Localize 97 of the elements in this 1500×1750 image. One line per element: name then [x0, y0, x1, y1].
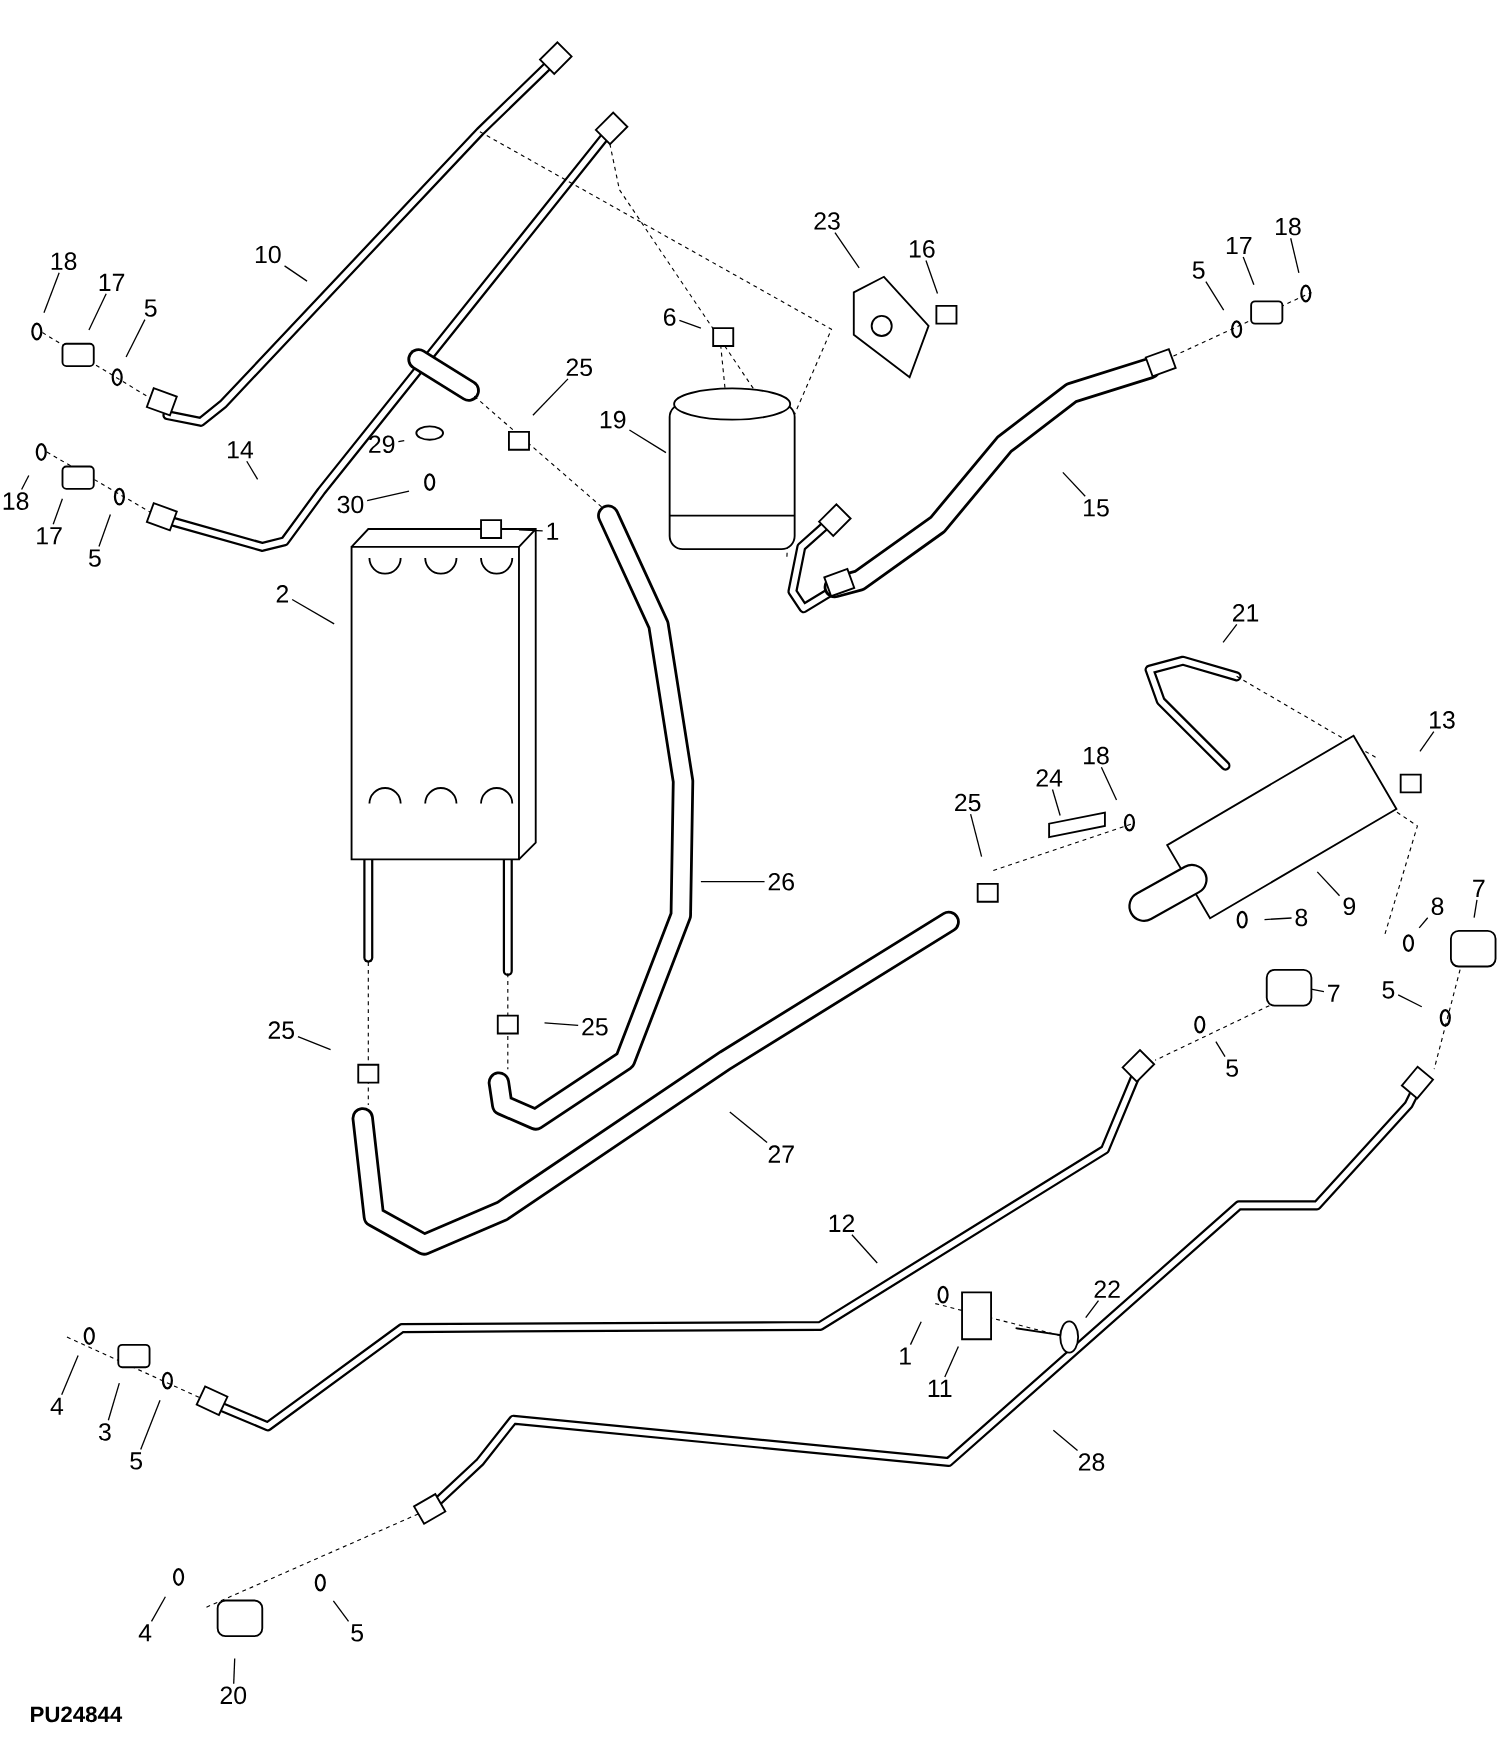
leader-line: [1419, 730, 1435, 752]
callout-number: 5: [351, 1624, 363, 1642]
callout-number: 2: [276, 585, 289, 603]
leader-line: [98, 513, 112, 548]
callout-number: 8: [1431, 897, 1444, 916]
leader-line: [1052, 1429, 1079, 1452]
callout-number: 5: [144, 299, 157, 317]
callout-number: 7: [1328, 984, 1340, 1002]
leader-line: [397, 440, 405, 443]
leader-line: [1418, 917, 1429, 929]
leader-line: [20, 474, 30, 491]
leader-line: [107, 1382, 120, 1421]
callout-number: 27: [768, 1145, 794, 1163]
leader-line: [532, 378, 569, 416]
leader-line: [1473, 899, 1478, 919]
callout-number: 28: [1078, 1453, 1105, 1471]
leader-line: [834, 232, 860, 269]
callout-number: 1: [547, 522, 559, 540]
callout-number: 5: [1382, 981, 1395, 999]
callout-number: 20: [220, 1686, 247, 1705]
leader-line: [52, 498, 64, 525]
leader-line: [366, 490, 410, 502]
figure-code: PU24844: [31, 1706, 123, 1723]
callout-number: 6: [664, 308, 676, 326]
leader-line: [283, 265, 308, 282]
leader-line: [140, 1399, 161, 1451]
leader-line: [909, 1321, 922, 1346]
leader-line: [233, 1657, 236, 1685]
leader-line: [628, 429, 667, 454]
callout-number: 15: [1084, 499, 1109, 517]
leader-line: [1316, 871, 1341, 897]
callout-number: 26: [768, 872, 794, 891]
callout-number: 5: [130, 1452, 143, 1470]
leader-line: [970, 813, 983, 858]
callout-number: 29: [369, 435, 395, 453]
leader-line: [61, 1354, 79, 1396]
callout-number: 14: [228, 441, 254, 459]
callout-number: 24: [1036, 769, 1063, 787]
callout-number: 12: [829, 1214, 855, 1232]
leader-line: [1290, 237, 1300, 274]
leader-line: [1215, 1041, 1226, 1058]
callout-number: 5: [1192, 261, 1205, 279]
callout-number: 17: [1226, 237, 1252, 255]
callout-number: 30: [337, 495, 364, 514]
leader-line: [1310, 988, 1325, 993]
callout-number: 17: [37, 527, 62, 545]
leader-line: [1263, 917, 1293, 921]
callout-number: 4: [138, 1624, 152, 1642]
callout-number: 18: [1276, 217, 1301, 236]
leader-line: [297, 1036, 332, 1051]
leader-line: [125, 318, 146, 358]
leader-line: [700, 881, 766, 883]
callout-number: 23: [814, 212, 840, 230]
leader-line: [43, 272, 60, 314]
callout-number: 3: [98, 1423, 111, 1441]
leader-line: [1205, 281, 1225, 311]
callout-number: 7: [1473, 879, 1485, 897]
callout-number: 5: [1226, 1059, 1238, 1077]
leader-line: [1085, 1299, 1100, 1319]
callout-number: 9: [1343, 897, 1356, 916]
leader-line: [925, 259, 939, 295]
callout-number: 25: [268, 1021, 294, 1039]
callout-number: 8: [1295, 908, 1308, 927]
leader-line: [851, 1234, 878, 1264]
leader-line: [150, 1596, 167, 1623]
callout-number: 5: [88, 549, 101, 567]
leader-line: [1397, 994, 1423, 1008]
callout-number: 25: [566, 358, 592, 376]
callout-number: 16: [909, 240, 935, 258]
leader-line: [291, 598, 335, 625]
callout-number: 18: [3, 492, 29, 510]
callout-number: 18: [1084, 746, 1109, 765]
leader-line: [944, 1345, 960, 1378]
callout-number: 22: [1094, 1280, 1120, 1298]
callout-number: 18: [51, 252, 77, 270]
leader-line: [1051, 788, 1061, 817]
leader-line: [1100, 766, 1118, 801]
callout-number: 21: [1232, 604, 1259, 622]
leader-line: [729, 1111, 768, 1144]
leader-line: [1222, 623, 1238, 644]
leader-line: [1242, 256, 1255, 286]
leader-line: [543, 1022, 579, 1027]
leader-line: [88, 293, 107, 331]
callout-number: 1: [900, 1347, 911, 1365]
leader-line: [518, 529, 544, 532]
callout-number: 11: [928, 1379, 952, 1397]
callout-number: 25: [582, 1018, 608, 1036]
callout-number: 17: [99, 273, 125, 291]
callout-number: 19: [600, 410, 626, 429]
callout-number: 4: [50, 1397, 64, 1415]
callout-number: 13: [1430, 711, 1455, 729]
callout-number: 10: [255, 245, 281, 264]
leader-line: [332, 1600, 350, 1622]
leader-line: [246, 460, 259, 480]
leader-line: [678, 319, 702, 329]
leader-line: [1062, 471, 1086, 497]
callout-number: 25: [955, 793, 981, 812]
